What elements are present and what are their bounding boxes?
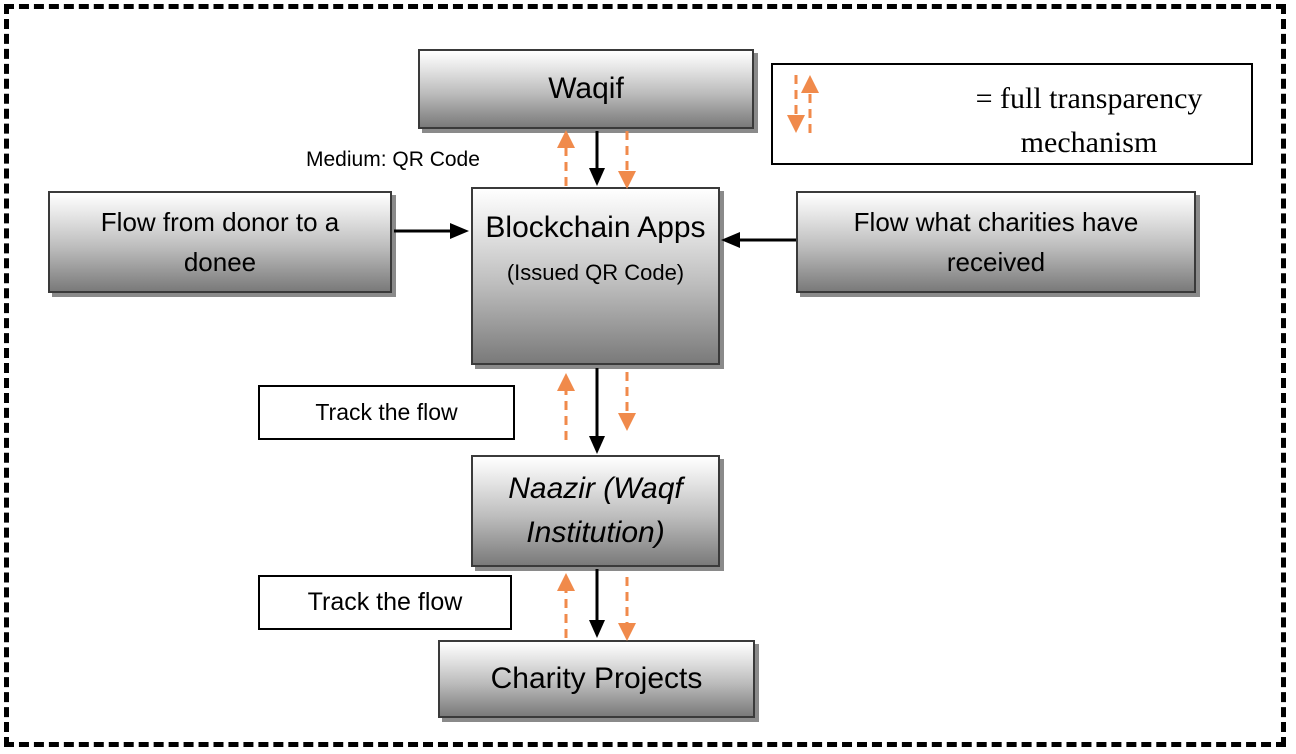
flow-arrowhead-naazir-to-projects bbox=[589, 620, 605, 638]
transparency-up-head-2 bbox=[557, 373, 575, 391]
legend-down-head bbox=[787, 115, 805, 133]
outer-dashed-frame bbox=[4, 4, 1286, 747]
waqif-node: Waqif bbox=[418, 49, 754, 129]
transparency-arrowheads bbox=[557, 75, 819, 641]
flow-arrowhead-charities-to-blockchain bbox=[721, 232, 740, 248]
track-flow-label-1: Track the flow bbox=[258, 385, 515, 440]
legend-up-head bbox=[801, 75, 819, 93]
flow-arrowhead-blockchain-to-naazir bbox=[589, 436, 605, 454]
flow-arrows bbox=[394, 131, 796, 638]
transparency-up-head-3 bbox=[557, 573, 575, 591]
legend-box: = full transparency mechanism bbox=[771, 63, 1253, 165]
blockchain-apps-subtitle: (Issued QR Code) bbox=[506, 260, 685, 285]
naazir-label: Naazir (Waqf Institution) bbox=[508, 472, 683, 549]
charities-flow-label: Flow what charities have received bbox=[853, 207, 1139, 277]
track-flow-text-2: Track the flow bbox=[307, 588, 463, 616]
flow-arrowhead-donor-to-blockchain bbox=[450, 223, 469, 239]
track-flow-text-1: Track the flow bbox=[315, 399, 458, 425]
blockchain-apps-title: Blockchain Apps bbox=[485, 211, 706, 244]
flow-arrowhead-waqif-to-blockchain bbox=[589, 168, 605, 186]
transparency-down-head-3 bbox=[618, 623, 636, 641]
medium-label: Medium: QR Code bbox=[306, 148, 480, 171]
transparency-down-head-2 bbox=[618, 413, 636, 431]
charity-projects-label: Charity Projects bbox=[490, 662, 703, 695]
donor-flow-node: Flow from donor to a donee bbox=[48, 191, 392, 293]
donor-flow-label: Flow from donor to a donee bbox=[100, 207, 340, 277]
naazir-node: Naazir (Waqf Institution) bbox=[471, 455, 720, 567]
legend-text: = full transparency mechanism bbox=[975, 82, 1203, 159]
transparency-arrows bbox=[564, 75, 812, 638]
transparency-down-head-1 bbox=[618, 171, 636, 189]
blockchain-apps-node: Blockchain Apps (Issued QR Code) bbox=[471, 187, 720, 365]
waqif-label: Waqif bbox=[548, 72, 624, 105]
charities-flow-node: Flow what charities have received bbox=[796, 191, 1196, 293]
charity-projects-node: Charity Projects bbox=[438, 640, 755, 718]
transparency-up-head-1 bbox=[557, 130, 575, 148]
track-flow-label-2: Track the flow bbox=[258, 575, 512, 630]
